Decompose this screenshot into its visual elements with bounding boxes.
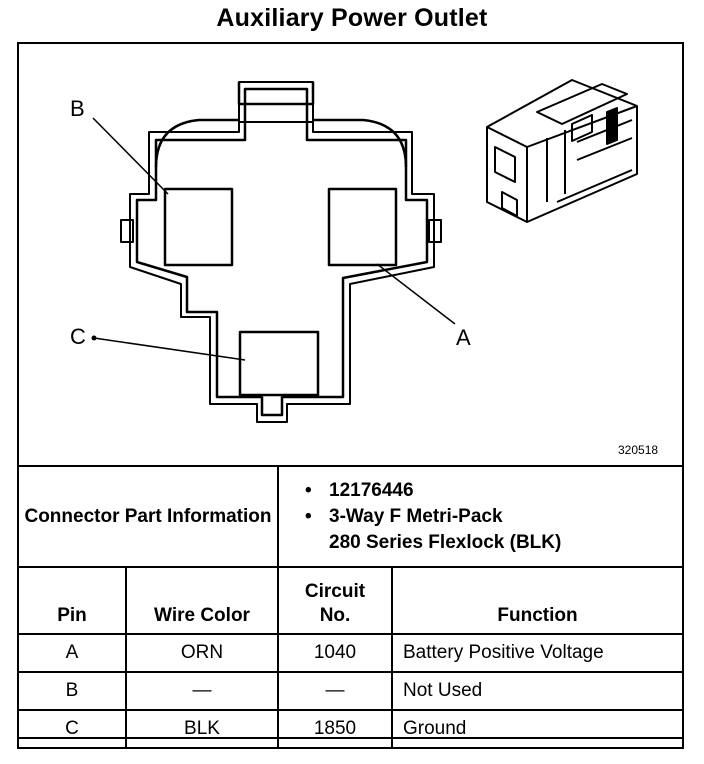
pin-cell: C [17,709,127,749]
table-row: C BLK 1850 Ground [17,709,684,749]
header-wire-color: Wire Color [125,566,279,635]
header-pin: Pin [17,566,127,635]
header-circuit: Circuit No. [277,566,393,635]
connector-description-2: 280 Series Flexlock (BLK) [329,531,562,553]
wire-color-cell: ORN [125,633,279,673]
connector-diagram [91,79,638,423]
connector-part-label: Connector Part Information [17,465,279,568]
connector-description-1: 3-Way F Metri-Pack [329,505,503,527]
connector-body-outline [129,81,435,423]
callout-label-a: A [456,325,471,350]
side-tab-right [428,219,442,243]
circuit-cell: — [277,671,393,711]
header-function: Function [391,566,684,635]
circuit-cell: 1040 [277,633,393,673]
table-row: B — — Not Used [17,671,684,711]
pin-cell: B [17,671,127,711]
pin-cell: A [17,633,127,673]
wire-color-cell: BLK [125,709,279,749]
cavity-a [327,187,398,267]
function-cell: Not Used [391,671,684,711]
connector-body-inner [135,87,429,417]
function-cell: Battery Positive Voltage [391,633,684,673]
connector-part-details: •12176446 •3-Way F Metri-Pack 280 Series… [277,465,684,568]
circuit-cell: 1850 [277,709,393,749]
latch [237,82,315,106]
leader-c [93,337,246,361]
pinout-table: Pin Wire Color Circuit No. Function A OR… [17,566,684,749]
figure-id: 320518 [618,443,659,457]
latch-arm-left [154,118,239,168]
page-title: Auxiliary Power Outlet [216,4,488,32]
leader-a [376,263,456,325]
part-number: 12176446 [329,479,414,501]
function-cell: Ground [391,709,684,749]
cavity-b [163,187,234,267]
connector-isometric [486,79,638,223]
table-row: A ORN 1040 Battery Positive Voltage [17,633,684,673]
cavity-c [238,330,320,397]
side-tab-left [120,219,134,243]
leader-b [92,117,169,195]
callout-label-c: C [70,324,86,349]
callout-label-b: B [70,96,85,121]
connector-info-table: Connector Part Information •12176446 •3-… [17,465,684,568]
wire-color-cell: — [125,671,279,711]
